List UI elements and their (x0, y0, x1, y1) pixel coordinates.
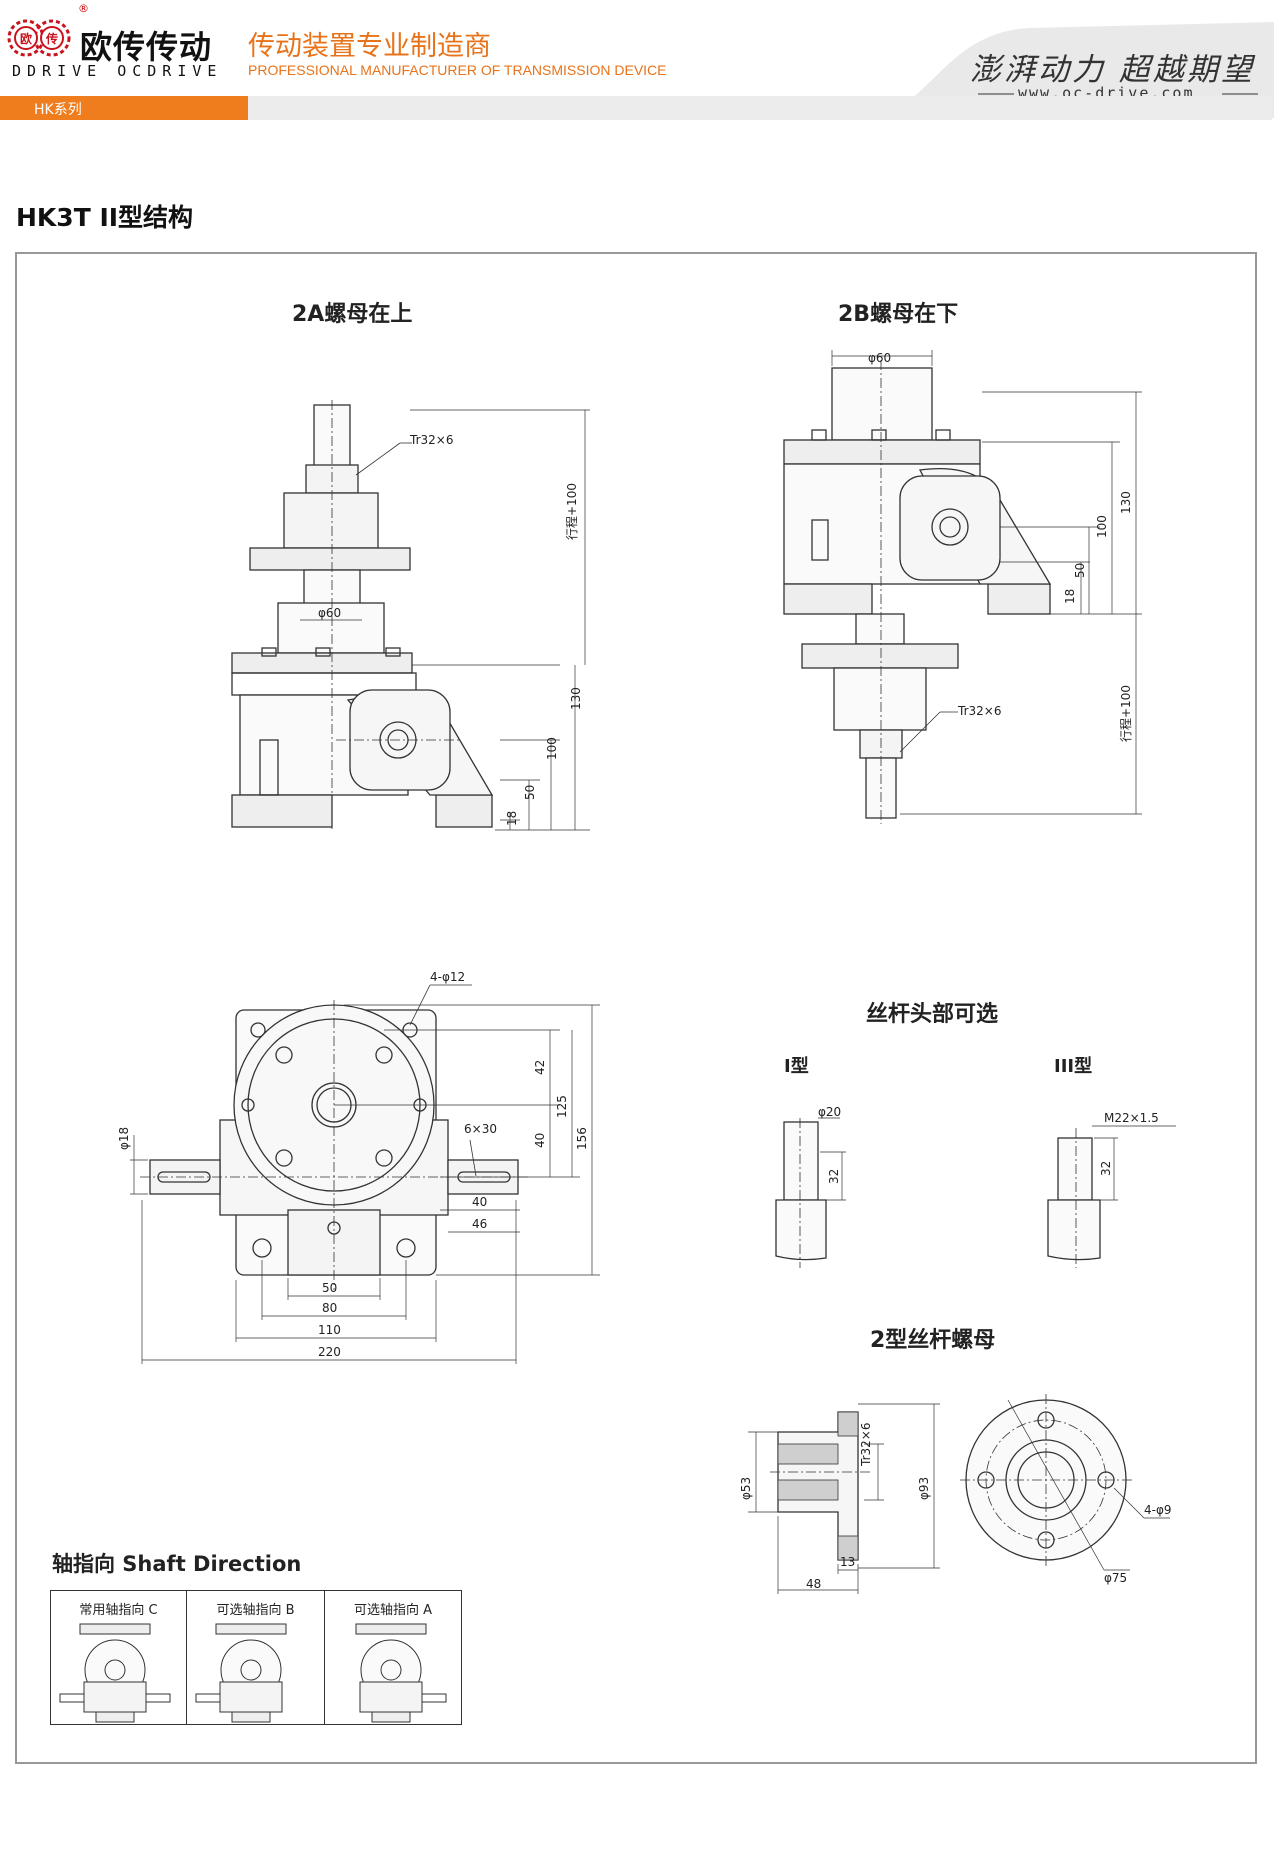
header-swoosh (860, 22, 1274, 118)
nut-title: 2型丝杆螺母 (870, 1328, 996, 1353)
shaft-dir-option-a-label: 可选轴指向 A (353, 1603, 433, 1618)
nut-end-view-drawing (960, 1394, 1170, 1571)
shaft-dir-option-b: 可选轴指向 B (187, 1591, 325, 1724)
type-iii-thread: M22×1.5 (1104, 1111, 1159, 1125)
shaft-dir-option-c-label: 常用轴指向 C (79, 1603, 158, 1618)
shaft-direction-table: 常用轴指向 C 可选轴指向 B 可选轴指向 A (50, 1590, 462, 1725)
top-view-holes-label: 4-φ12 (430, 970, 465, 984)
view-2a-thread-label: Tr32×6 (409, 433, 453, 447)
nut-length: 48 (806, 1577, 821, 1591)
type-i-length: 32 (827, 1169, 841, 1184)
nut-thread: Tr32×6 (859, 1423, 873, 1467)
top-view-dim-220: 220 (318, 1345, 341, 1359)
nut-section-drawing (748, 1403, 940, 1594)
page-header: 欧 传 ® 欧传传动 DDRIVE OCDRIVE 传动装置专业制造商 PROF… (0, 0, 1280, 125)
screw-head-type-iii (1047, 1125, 1176, 1268)
view-2a-title: 2A螺母在上 (292, 302, 413, 327)
view-2a-drawing (231, 400, 590, 832)
shaft-dir-option-c: 常用轴指向 C (51, 1591, 187, 1724)
view-2a-dim-18: 18 (505, 811, 519, 826)
shaft-dir-c-icon (59, 1623, 171, 1723)
type-iii-length: 32 (1099, 1161, 1113, 1176)
top-view-key-label: 6×30 (464, 1122, 497, 1136)
nut-outer-dia: φ93 (917, 1477, 931, 1500)
view-2b-dim-18: 18 (1063, 589, 1077, 604)
website-rule (978, 93, 1258, 95)
view-2b-dim-100: 100 (1095, 515, 1109, 538)
view-2b-thread-label: Tr32×6 (957, 704, 1001, 718)
slogan-cn: 传动装置专业制造商 (248, 31, 491, 62)
top-view-dim-42: 42 (533, 1060, 547, 1075)
nut-flange-thickness: 13 (840, 1555, 855, 1569)
view-2b-dim-50: 50 (1073, 563, 1087, 578)
logo-char-2: 传 (45, 31, 58, 46)
top-view-shaft-dia: φ18 (117, 1127, 131, 1150)
top-view-dim-156: 156 (575, 1127, 589, 1150)
top-view-dim-40h: 40 (472, 1195, 487, 1209)
view-2a-dim-100: 100 (545, 737, 559, 760)
nut-pcd: φ75 (1104, 1571, 1127, 1585)
top-view-dim-110: 110 (318, 1323, 341, 1337)
screw-head-title: 丝杆头部可选 (866, 1002, 999, 1027)
series-label: HK系列 (34, 102, 82, 118)
view-2b-title: 2B螺母在下 (838, 302, 959, 327)
nut-holes: 4-φ9 (1144, 1503, 1172, 1517)
series-tab (0, 96, 248, 120)
view-2a-stroke-label: 行程+100 (564, 483, 579, 540)
logo-char-1: 欧 (20, 31, 32, 46)
page-title: HK3T II型结构 (16, 203, 194, 232)
shaft-dir-option-a: 可选轴指向 A (325, 1591, 461, 1724)
view-2a-dim-130: 130 (569, 687, 583, 710)
shaft-dir-b-icon (195, 1623, 287, 1723)
top-view-dim-40v: 40 (533, 1133, 547, 1148)
top-view-dim-125: 125 (555, 1095, 569, 1118)
view-2b-dia-label: φ60 (868, 351, 891, 365)
shaft-dir-option-b-label: 可选轴指向 B (216, 1603, 295, 1618)
top-view-dim-80: 80 (322, 1301, 337, 1315)
view-2b-drawing (783, 350, 1142, 824)
nut-inner-dia: φ53 (739, 1477, 753, 1500)
screw-head-type-i (775, 1117, 846, 1268)
brand-name-cn: 欧传传动 (80, 28, 213, 66)
view-2b-dim-130: 130 (1119, 491, 1133, 514)
brand-name-en: DDRIVE OCDRIVE (12, 62, 223, 80)
top-view-dim-50: 50 (322, 1281, 337, 1295)
view-2a-dim-50: 50 (523, 785, 537, 800)
shaft-direction-icons (59, 1623, 447, 1723)
company-logo-icon: 欧 传 (7, 19, 71, 57)
shaft-dir-a-icon (355, 1623, 447, 1723)
view-2b-stroke-label: 行程+100 (1118, 685, 1133, 742)
type-iii-label: III型 (1054, 1056, 1093, 1077)
top-view-dim-46: 46 (472, 1217, 487, 1231)
view-2a-dia-label: φ60 (318, 606, 341, 620)
type-i-dia: φ20 (818, 1105, 841, 1119)
motto: 澎湃动力 超越期望 (970, 52, 1255, 88)
shaft-direction-title: 轴指向 Shaft Direction (52, 1552, 302, 1576)
slogan-en: PROFESSIONAL MANUFACTURER OF TRANSMISSIO… (248, 62, 667, 78)
registered-mark: ® (78, 2, 89, 15)
top-view-drawing (130, 984, 600, 1364)
type-i-label: I型 (784, 1056, 809, 1077)
drawing-frame (15, 252, 1257, 1764)
